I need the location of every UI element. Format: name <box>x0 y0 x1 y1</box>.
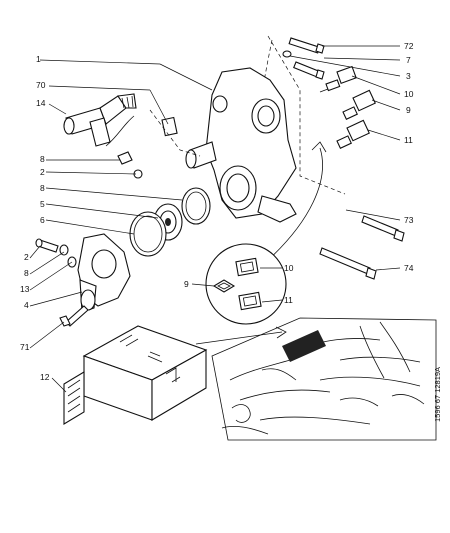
callout-6: 6 <box>40 215 45 225</box>
bolt-74 <box>319 247 377 280</box>
reference-code: 1596 67 12819A <box>433 367 442 422</box>
callout-10: 10 <box>404 89 414 99</box>
callout-4: 4 <box>24 300 29 310</box>
callout-71: 71 <box>20 342 30 352</box>
callout-1: 1 <box>36 54 41 64</box>
callout-2: 2 <box>40 167 45 177</box>
washer-3 <box>282 50 292 58</box>
bolt-8-upper <box>117 151 133 165</box>
hose-14 <box>63 93 137 147</box>
o-ring-8 <box>181 187 211 225</box>
washer-8-lower <box>59 244 69 256</box>
sensor-10 <box>319 65 357 93</box>
gasket-6 <box>129 211 167 257</box>
callout-7: 7 <box>406 55 411 65</box>
bolt-72 <box>288 37 325 54</box>
callout-13: 13 <box>20 284 30 294</box>
callout-10-inset: 10 <box>284 263 294 273</box>
callout-3: 3 <box>406 71 411 81</box>
callout-5: 5 <box>40 199 45 209</box>
callout-72: 72 <box>404 41 414 51</box>
outlet-cover-4 <box>77 233 131 313</box>
thermostat-housing-1 <box>185 67 297 223</box>
sensor-11 <box>336 119 370 149</box>
sensor-9 <box>342 89 376 120</box>
callout-9: 9 <box>406 105 411 115</box>
callout-73: 73 <box>404 215 414 225</box>
callout-74: 74 <box>404 263 414 273</box>
callout-8: 8 <box>24 268 29 278</box>
sensor-detail-inset <box>205 243 287 325</box>
callout-8: 8 <box>40 183 45 193</box>
callout-9-inset: 9 <box>184 279 189 289</box>
callout-2: 2 <box>24 252 29 262</box>
engine-bay-photo <box>211 317 437 441</box>
sleeve-70 <box>161 116 178 137</box>
callout-70: 70 <box>36 80 46 90</box>
bolt-71 <box>59 305 89 327</box>
bolt-2-lower <box>35 238 59 253</box>
callout-11: 11 <box>404 135 413 145</box>
control-unit-12 <box>63 325 208 425</box>
bolt-7 <box>293 61 325 80</box>
bolt-73 <box>361 215 405 242</box>
callout-12: 12 <box>40 372 50 382</box>
callout-14: 14 <box>36 98 46 108</box>
callout-8: 8 <box>40 154 45 164</box>
callout-11-inset: 11 <box>284 295 293 305</box>
